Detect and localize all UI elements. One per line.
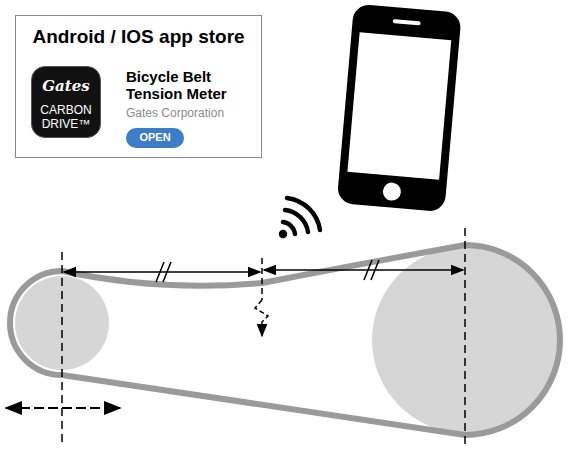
break-mark [364,260,379,280]
center-line [61,252,63,445]
app-publisher: Gates Corporation [126,106,224,120]
break-mark [156,262,171,282]
app-icon: GatesCARBON DRIVE™ [31,66,101,138]
span-dimension [64,271,260,273]
app-name: Bicycle Belt Tension Meter [126,68,251,102]
span-dimension [264,269,463,271]
button-label: OPEN [139,131,170,143]
brand-text: CARBON DRIVE™ [36,103,96,131]
adjust-arrow [6,407,120,409]
app-store-panel: Android / IOS app storeBicycle Belt Tens… [15,15,262,158]
logo-text: Gates [42,77,89,95]
belt [10,245,560,435]
signal-symbol [281,198,320,236]
center-line [464,228,466,447]
pluck-arrow [255,300,268,336]
open-button: OPEN [126,128,184,148]
center-line [261,258,263,300]
panel-title: Android / IOS app store [32,26,244,48]
phone [337,4,462,213]
